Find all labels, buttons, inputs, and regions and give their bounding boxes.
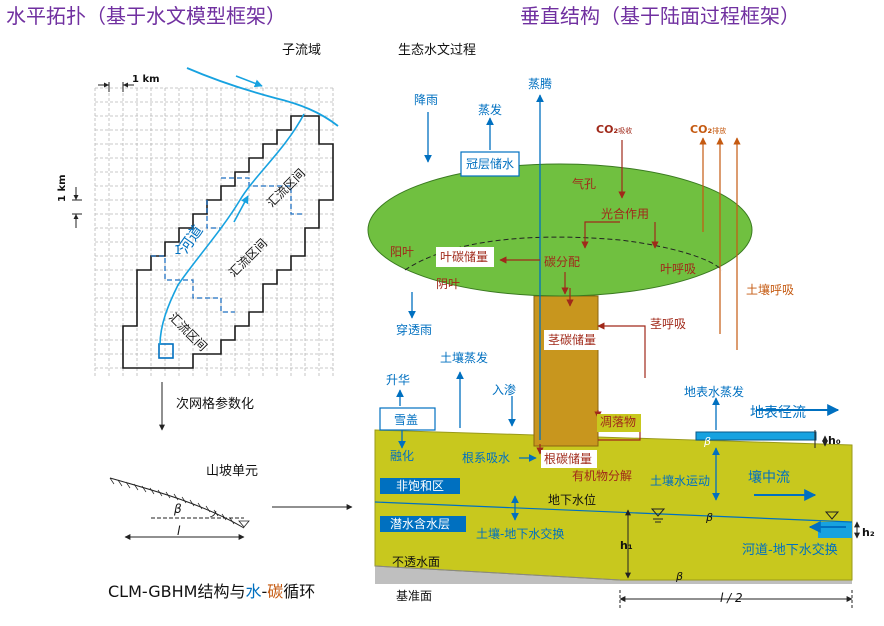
label-subgrid: 次网格参数化 bbox=[176, 397, 255, 412]
label-datum: 基准面 bbox=[396, 589, 433, 603]
co2-absorb-text: CO₂ bbox=[596, 123, 619, 136]
label-throughfall: 穿透雨 bbox=[396, 323, 433, 337]
label-melt: 融化 bbox=[390, 449, 415, 463]
label-photosynthesis: 光合作用 bbox=[601, 207, 650, 221]
label-beta-surface: β bbox=[704, 435, 712, 448]
stem-carbon-box bbox=[544, 330, 600, 350]
leaf-carbon-box bbox=[436, 247, 494, 267]
label-eco-title: 生态水文过程 bbox=[398, 43, 477, 58]
label-beta-watertable: β bbox=[706, 511, 714, 524]
grid bbox=[94, 87, 334, 378]
label-soil-gw-exchange: 土壤-地下水交换 bbox=[476, 527, 565, 541]
label-surface-evap: 地表水蒸发 bbox=[684, 385, 745, 399]
label-aquifer: 潜水含水层 bbox=[380, 516, 467, 532]
label-carbon-alloc: 碳分配 bbox=[544, 255, 581, 269]
label-impermeable: 不透水面 bbox=[392, 555, 441, 569]
title-horizontal: 水平拓扑（基于水文模型框架） bbox=[6, 4, 286, 28]
label-root-uptake: 根系吸水 bbox=[462, 451, 511, 465]
label-sunlit-leaf: 阳叶 bbox=[390, 245, 415, 259]
label-litter: 凋落物 bbox=[600, 415, 637, 429]
datum-layer bbox=[375, 566, 852, 584]
label-sublimation: 升华 bbox=[386, 373, 411, 387]
label-soil-evap: 土壤蒸发 bbox=[440, 351, 489, 365]
label-channel-gw-exchange: 河道-地下水交换 bbox=[742, 543, 838, 558]
label-hillslope-beta: β bbox=[174, 502, 182, 516]
label-shaded-leaf: 阴叶 bbox=[436, 277, 461, 291]
label-stem-carbon: 茎碳储量 bbox=[548, 333, 597, 347]
label-scale-left: 1 km bbox=[57, 174, 68, 202]
river-tributary bbox=[159, 113, 305, 346]
label-surface-runoff: 地表径流 bbox=[750, 405, 806, 421]
label-co2-absorb: CO₂吸收 bbox=[596, 124, 632, 135]
label-root-carbon: 根碳储量 bbox=[544, 452, 593, 466]
label-river-mark: 1 bbox=[174, 243, 182, 257]
subbasin-boundary bbox=[122, 115, 334, 369]
title-vertical: 垂直结构（基于陆面过程框架） bbox=[520, 4, 800, 28]
scale-bars bbox=[72, 82, 134, 228]
label-subbasin: 子流域 bbox=[282, 43, 322, 58]
label-half-length: l / 2 bbox=[720, 591, 743, 605]
co2-absorb-sub: 吸收 bbox=[618, 127, 633, 135]
label-evaporation: 蒸发 bbox=[478, 103, 503, 117]
label-soil-resp: 土壤呼吸 bbox=[746, 283, 795, 297]
hillslope-unit bbox=[109, 477, 250, 529]
label-hillslope-length: l bbox=[177, 524, 181, 538]
litter-box bbox=[597, 414, 641, 432]
label-scale-top: 1 km bbox=[132, 74, 160, 85]
label-beta-bottom: β bbox=[676, 570, 684, 583]
label-transpiration: 蒸腾 bbox=[528, 77, 553, 91]
label-hillslope: 山坡单元 bbox=[206, 464, 259, 479]
river-line bbox=[186, 67, 339, 127]
canopy bbox=[367, 163, 753, 297]
label-h1: h₁ bbox=[620, 539, 633, 552]
caption-suffix: 循环 bbox=[283, 582, 316, 601]
label-rain: 降雨 bbox=[414, 93, 439, 107]
canopy-storage-box bbox=[460, 151, 520, 177]
label-water-table: 地下水位 bbox=[548, 493, 597, 507]
interval-divisions bbox=[151, 177, 305, 313]
label-infiltration: 入渗 bbox=[492, 383, 517, 397]
root-carbon-box bbox=[541, 450, 597, 468]
co2-emit-sub: 排放 bbox=[712, 127, 727, 135]
soil-block bbox=[374, 429, 853, 581]
channel-water bbox=[818, 522, 852, 538]
label-organic-decomp: 有机物分解 bbox=[572, 469, 633, 483]
label-snow: 雪盖 bbox=[394, 413, 419, 427]
label-leaf-resp: 叶呼吸 bbox=[660, 262, 697, 276]
label-stem-resp: 茎呼吸 bbox=[650, 317, 687, 331]
label-h2: h₂ bbox=[862, 526, 875, 539]
water-table-symbols bbox=[650, 508, 840, 523]
label-h0: h₀ bbox=[828, 434, 841, 447]
label-leaf-carbon: 叶碳储量 bbox=[440, 250, 489, 264]
label-soil-water-move: 土壤水运动 bbox=[650, 474, 711, 488]
surface-water bbox=[695, 431, 817, 441]
caption-carbon: 碳 bbox=[267, 582, 284, 601]
label-unsaturated: 非饱和区 bbox=[380, 478, 461, 494]
caption-water: 水 bbox=[245, 582, 262, 601]
stem bbox=[533, 295, 599, 447]
bottom-caption: CLM-GBHM结构与水-碳循环 bbox=[108, 584, 315, 600]
caption-prefix: CLM-GBHM结构与 bbox=[108, 582, 246, 601]
caption-dash: - bbox=[261, 582, 268, 601]
snow-box bbox=[379, 407, 436, 431]
co2-emit-text: CO₂ bbox=[690, 123, 713, 136]
label-stomata: 气孔 bbox=[572, 177, 597, 191]
outlet-cell bbox=[158, 343, 174, 359]
label-canopy-storage: 冠层储水 bbox=[466, 157, 515, 171]
label-subsurface-flow: 壤中流 bbox=[748, 470, 790, 486]
label-co2-emit: CO₂排放 bbox=[690, 124, 726, 135]
